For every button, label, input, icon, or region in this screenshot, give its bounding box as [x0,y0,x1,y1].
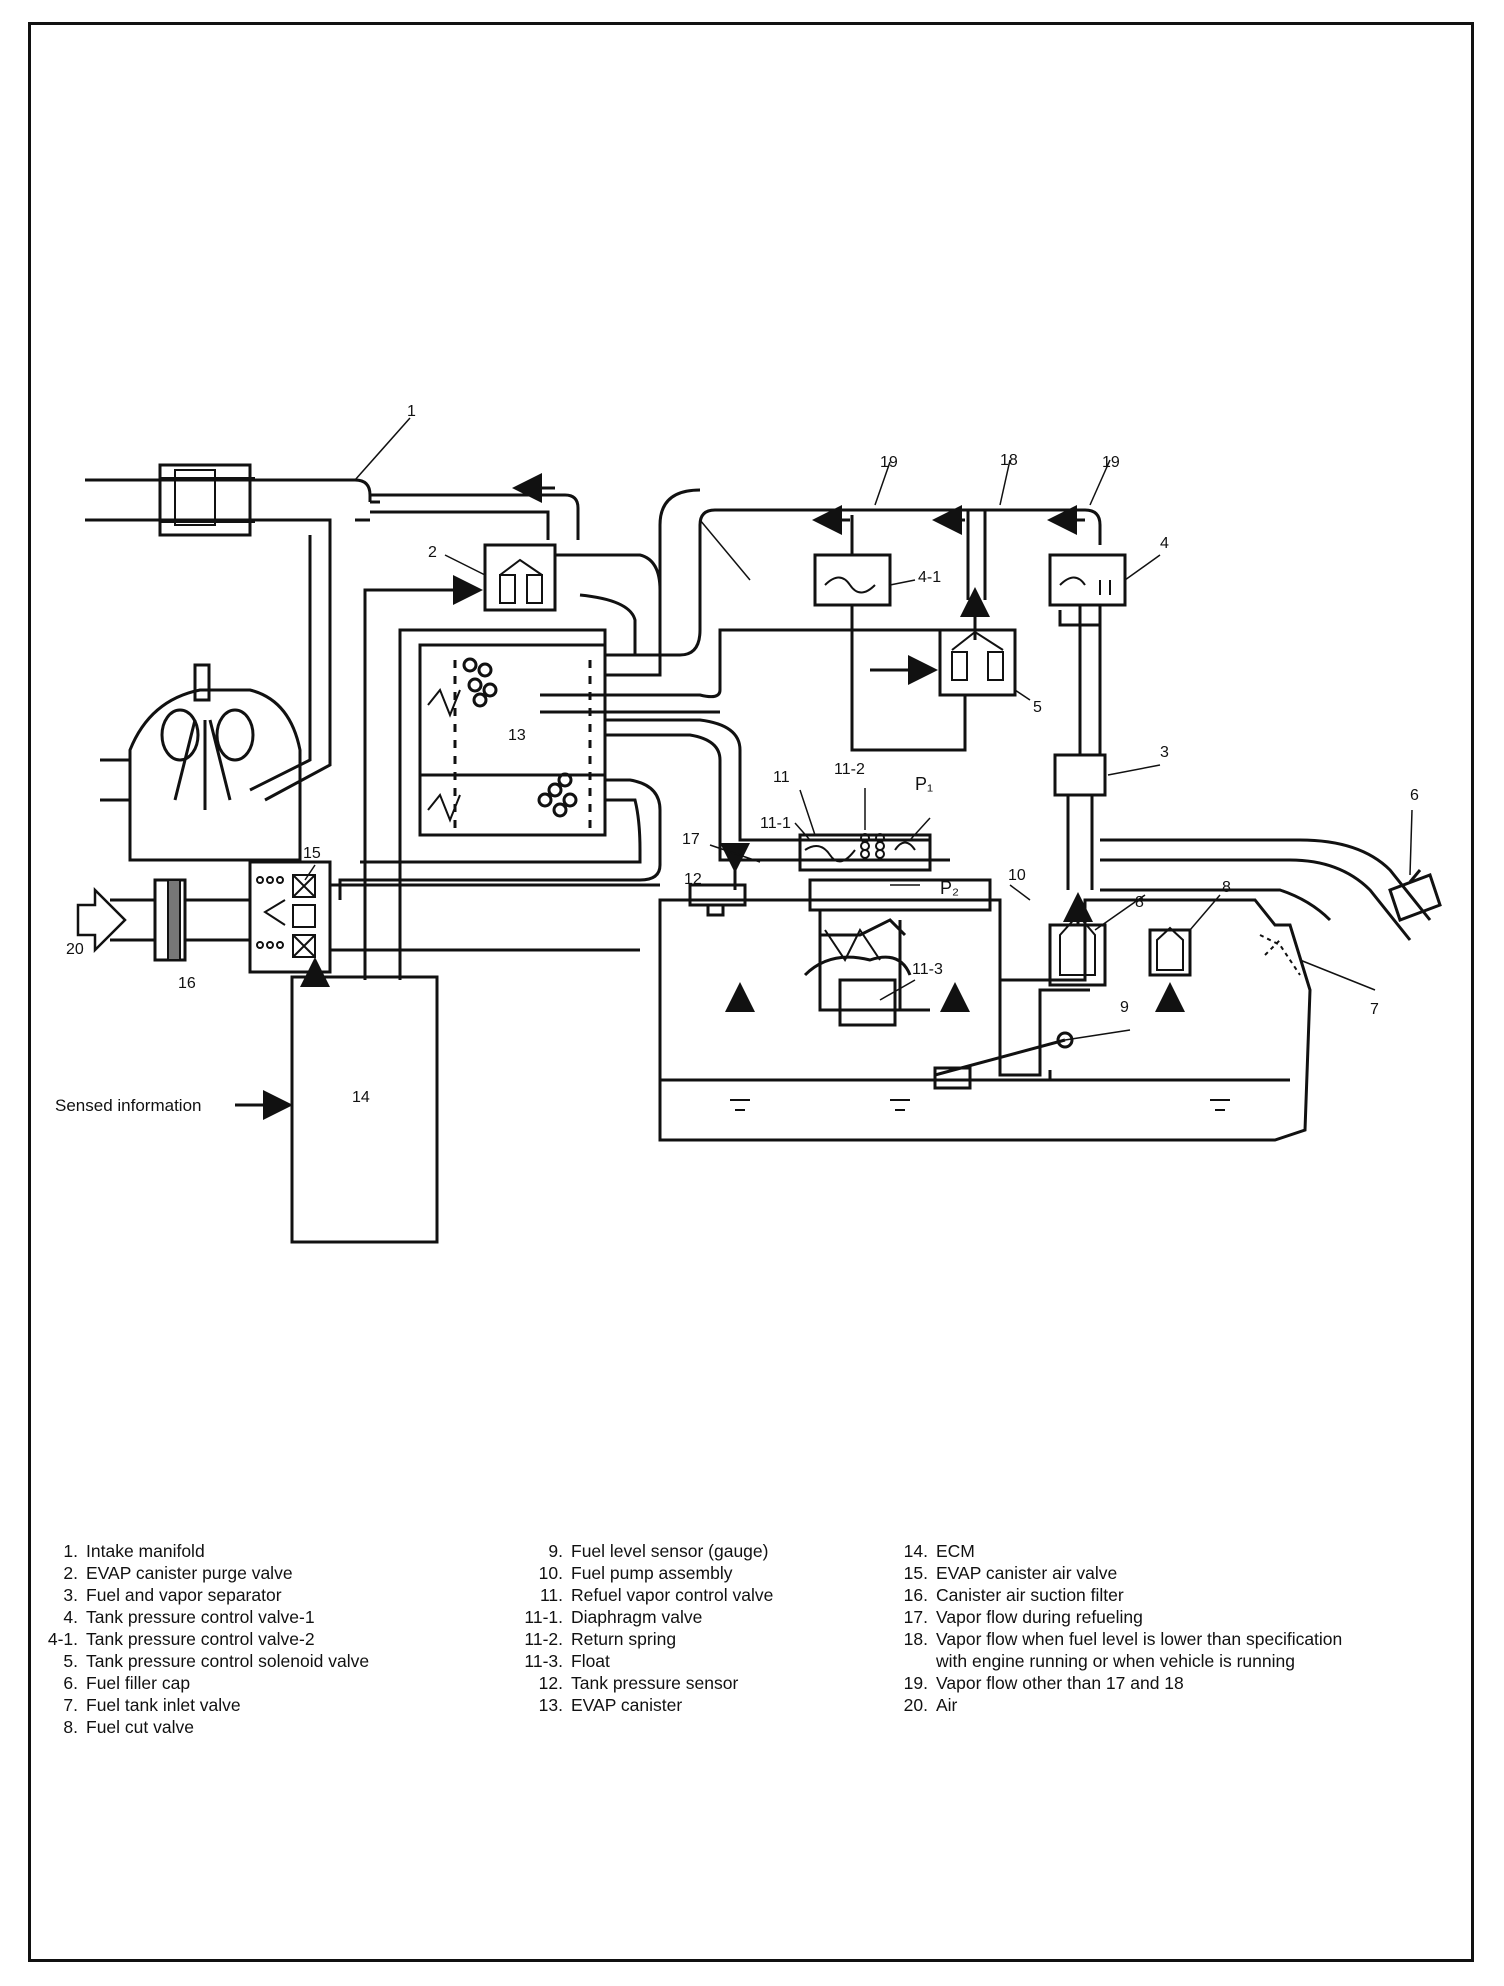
callout-4-1: 4-1 [918,569,942,586]
legend-item: 4-1.Tank pressure control valve-2 [47,1629,315,1649]
callout-16: 16 [178,975,196,992]
callout-19-a: 19 [880,454,898,471]
legend-item: 15.EVAP canister air valve [903,1563,1118,1583]
evap-canister [418,643,607,837]
label-p2: P₂ [940,878,959,898]
callout-3: 3 [1160,744,1169,761]
callout-8-b: 8 [1222,879,1231,896]
callout-7: 7 [1370,1001,1379,1018]
legend-item: 4.Tank pressure control valve-1 [63,1607,315,1627]
legend-item: 7.Fuel tank inlet valve [63,1695,241,1715]
legend-item: with engine running or when vehicle is r… [936,1651,1295,1671]
legend-item: 19.Vapor flow other than 17 and 18 [903,1673,1184,1693]
fuel-vapor-separator [1053,753,1107,797]
callout-1: 1 [407,403,416,420]
legend-item: 3.Fuel and vapor separator [63,1585,282,1605]
callout-19-b: 19 [1102,454,1120,471]
legend-item: 16.Canister air suction filter [903,1585,1124,1605]
label-p1: P₁ [915,774,934,794]
fuel-cut-valve-1 [1048,892,1107,987]
legend-item: 5.Tank pressure control solenoid valve [63,1651,370,1671]
label-sensed-information: Sensed information [55,1096,202,1115]
callout-17: 17 [682,831,700,848]
legend-item: 10.Fuel pump assembly [538,1563,733,1583]
callout-11-1: 11-1 [760,815,791,832]
tank-pressure-sensor [688,883,747,907]
callout-5: 5 [1033,699,1042,716]
tank-pressure-control-valve-1 [1048,553,1127,607]
callout-18: 18 [1000,452,1018,469]
legend-column-3: 14.ECM 15.EVAP canister air valve 16.Can… [880,1540,1343,1716]
purge-pipe-upper [370,493,580,540]
callout-2: 2 [428,544,437,561]
legend-item: 12.Tank pressure sensor [538,1673,739,1693]
callout-15: 15 [303,845,321,862]
legend-item: 11-3.Float [524,1651,610,1671]
legend-item: 11-1.Diaphragm valve [524,1607,703,1627]
fuel-cut-valve-2 [1148,926,1192,977]
callout-11-3: 11-3 [912,961,943,978]
callout-9: 9 [1120,999,1129,1016]
legend-column-1: 1.Intake manifold 2.EVAP canister purge … [30,1540,369,1738]
refuel-vapor-control-valve [798,833,932,872]
ecm-box [290,975,439,1244]
legend-item: 18.Vapor flow when fuel level is lower t… [903,1629,1343,1649]
fuel-filler-cap [1388,869,1442,922]
legend-item: 1.Intake manifold [63,1541,205,1561]
legend-item: 6.Fuel filler cap [63,1673,191,1693]
legend-item: 20.Air [903,1695,958,1715]
callout-11-2: 11-2 [834,761,865,778]
callout-4: 4 [1160,535,1169,552]
callout-8-a: 8 [1135,894,1144,911]
fuel-tank-inlet-valve [1259,934,1301,976]
tank-pressure-control-valve-2 [813,553,892,607]
callout-13: 13 [508,727,526,744]
canister-air-valve [248,860,332,974]
fuel-level-sensor [933,980,1090,1090]
legend-item: 2.EVAP canister purge valve [63,1563,293,1583]
callout-10: 10 [1008,867,1026,884]
engine-block [100,663,302,862]
legend-item: 9.Fuel level sensor (gauge) [548,1541,769,1561]
page-border [28,22,1474,1962]
legend-item: 11-2.Return spring [524,1629,677,1649]
evap-purge-valve [483,543,557,612]
canister-air-filter [153,878,187,962]
float [838,978,897,1027]
legend-item: 14.ECM [903,1541,975,1561]
legend-item: 13.EVAP canister [538,1695,683,1715]
callout-20: 20 [66,941,84,958]
legend-item: 8.Fuel cut valve [63,1717,194,1737]
air-arrow [76,886,127,954]
callout-6: 6 [1410,787,1419,804]
callout-12: 12 [684,871,702,888]
fuel-tank [658,898,1312,1142]
legend-item: 17.Vapor flow during refueling [903,1607,1143,1627]
legend-column-2: 9.Fuel level sensor (gauge) 10.Fuel pump… [515,1540,773,1716]
legend-item: 11.Refuel vapor control valve [539,1585,774,1605]
tank-pressure-solenoid-valve [938,587,1017,697]
callout-14: 14 [352,1089,370,1106]
callout-11: 11 [773,769,790,786]
fuel-pump-assembly [803,878,992,1027]
